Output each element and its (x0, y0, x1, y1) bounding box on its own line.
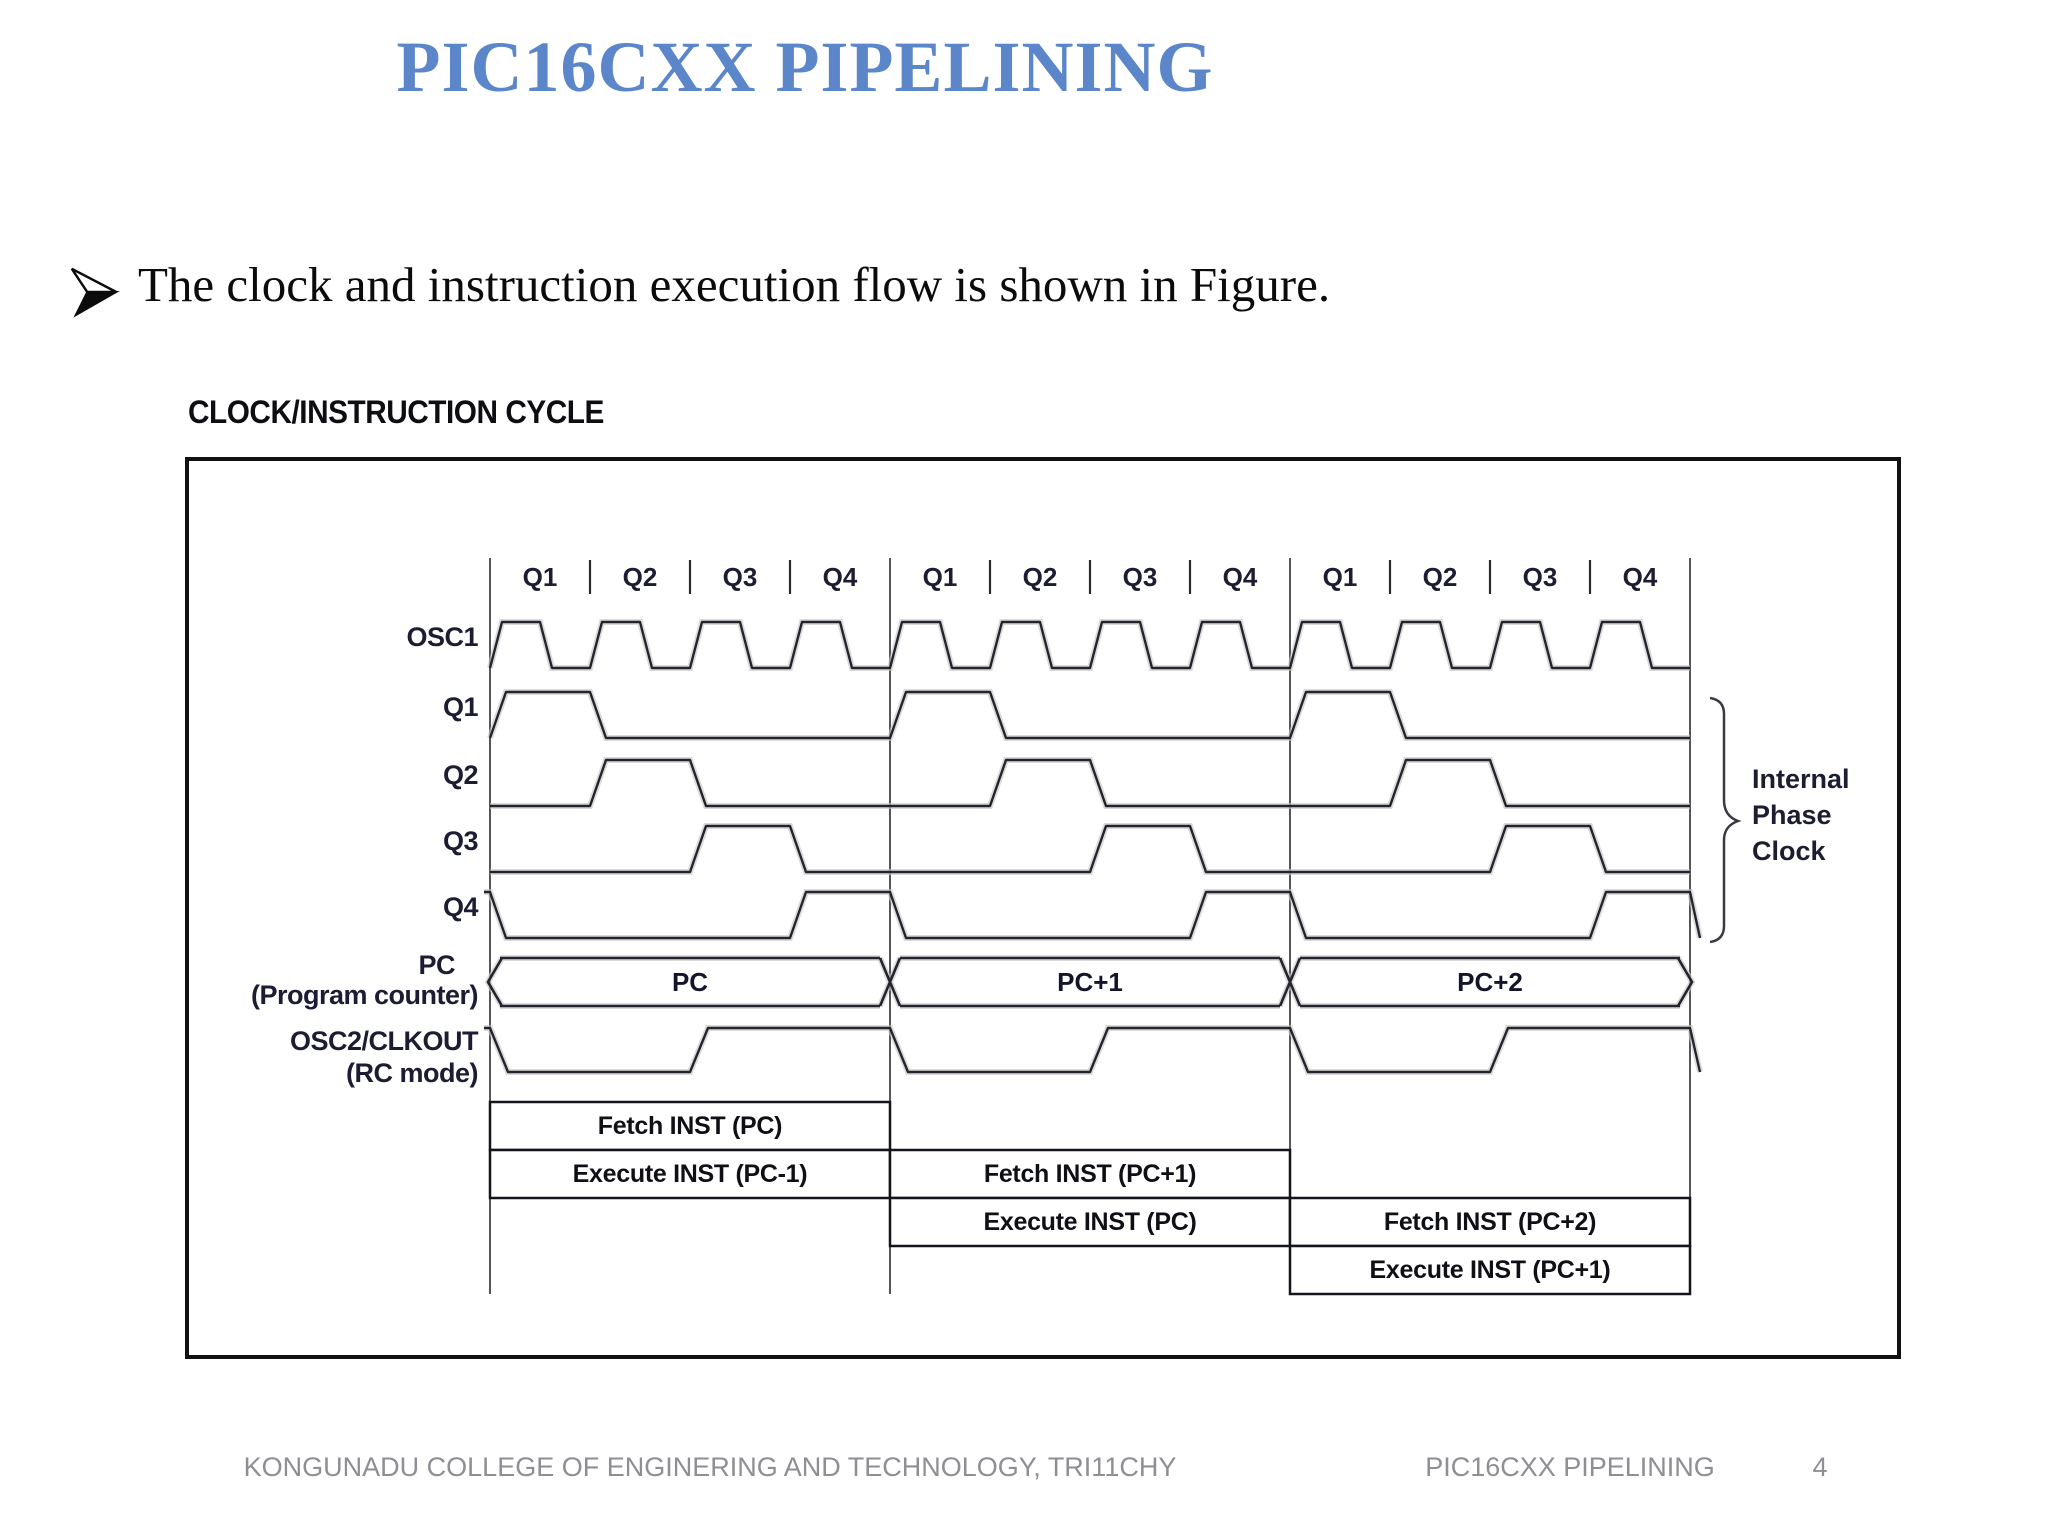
brace-label-line3: Clock (1752, 836, 1827, 866)
q-period-label: Q2 (623, 562, 658, 592)
pipeline-cell-box (488, 1148, 892, 1200)
pipeline-cell-label: Fetch INST (PC+1) (984, 1160, 1196, 1188)
brace-label-line2: Phase (1752, 800, 1832, 830)
signal-label-pc: PC (418, 950, 455, 980)
osc2-clkout-waveform (484, 1026, 1702, 1074)
page-number: 4 (1812, 1452, 1828, 1482)
q2-waveform (490, 758, 1690, 808)
pipeline-cell-box (1288, 1244, 1692, 1296)
q-period-label: Q3 (723, 562, 758, 592)
pipeline-cell: Execute INST (PC-1) (488, 1148, 892, 1200)
signal-label-osc2: OSC2/CLKOUT (290, 1026, 479, 1056)
q3-waveform (490, 824, 1690, 874)
brace-label-line1: Internal (1752, 764, 1850, 794)
q-period-label: Q3 (1523, 562, 1558, 592)
slide-title: PIC16CXX PIPELINING (396, 27, 1214, 107)
q1-waveform-halo (487, 689, 1690, 741)
pipeline-cell-box (888, 1196, 1292, 1248)
osc1-waveform-halo (487, 619, 1690, 671)
signal-label-q4: Q4 (443, 892, 479, 922)
q-period-label: Q3 (1123, 562, 1158, 592)
q1-waveform (488, 690, 1690, 740)
signal-label-q3: Q3 (443, 826, 479, 856)
q-period-label: Q1 (523, 562, 558, 592)
osc1-waveform (488, 620, 1690, 670)
pipeline-cell-label: Execute INST (PC-1) (573, 1160, 808, 1188)
pc-bus-value: PC (672, 967, 708, 997)
pipeline-cell: Fetch INST (PC+2) (1288, 1196, 1692, 1248)
pipeline-cells-layer: Fetch INST (PC) Execute INST (PC-1) Fetch … (488, 1100, 1692, 1296)
pipeline-cell: Execute INST (PC+1) (1288, 1244, 1692, 1296)
pc-bus-value: PC+2 (1457, 967, 1523, 997)
q-period-label: Q2 (1023, 562, 1058, 592)
signal-label-osc2-sub: (RC mode) (346, 1058, 478, 1088)
bullet-row: The clock and instruction execution flow… (66, 256, 1966, 322)
figure-heading: CLOCK/INSTRUCTION CYCLE (188, 394, 604, 430)
q-period-label: Q4 (823, 562, 858, 592)
pipeline-cell: Execute INST (PC) (888, 1196, 1292, 1248)
pipeline-cell-label: Execute INST (PC) (983, 1208, 1196, 1236)
pipeline-cell: Fetch INST (PC+1) (888, 1148, 1292, 1200)
q4-waveform (484, 890, 1702, 940)
q-period-label: Q4 (1223, 562, 1258, 592)
q-period-label: Q4 (1623, 562, 1658, 592)
q-period-label: Q1 (1323, 562, 1358, 592)
signal-label-q1: Q1 (443, 692, 479, 722)
signal-label-q2: Q2 (443, 760, 478, 790)
signal-label-osc1: OSC1 (406, 622, 478, 652)
pipeline-cell: Fetch INST (PC) (488, 1100, 892, 1152)
pipeline-cell-label: Execute INST (PC+1) (1370, 1256, 1611, 1284)
pc-bus-value: PC+1 (1057, 967, 1123, 997)
q-period-label: Q1 (923, 562, 958, 592)
pipeline-cell-label: Fetch INST (PC+2) (1384, 1208, 1596, 1236)
brace (1709, 696, 1742, 944)
signal-label-pc-sub: (Program counter) (251, 980, 478, 1010)
q4-waveform-halo (484, 889, 1703, 941)
q-period-label: Q2 (1423, 562, 1458, 592)
pc-bus (486, 956, 1694, 1008)
q2-waveform-halo (490, 757, 1690, 809)
arrow-bullet-icon (70, 267, 120, 318)
pipeline-cell-box (888, 1148, 1292, 1200)
footer-title: PIC16CXX PIPELINING (1425, 1452, 1715, 1482)
pipeline-cell-label: Fetch INST (PC) (598, 1112, 782, 1140)
q3-waveform-halo (490, 823, 1690, 875)
bullet-text: The clock and instruction execution flow… (138, 257, 1331, 312)
footer-institution: KONGUNADU COLLEGE OF ENGINERING AND TECH… (243, 1452, 1177, 1482)
